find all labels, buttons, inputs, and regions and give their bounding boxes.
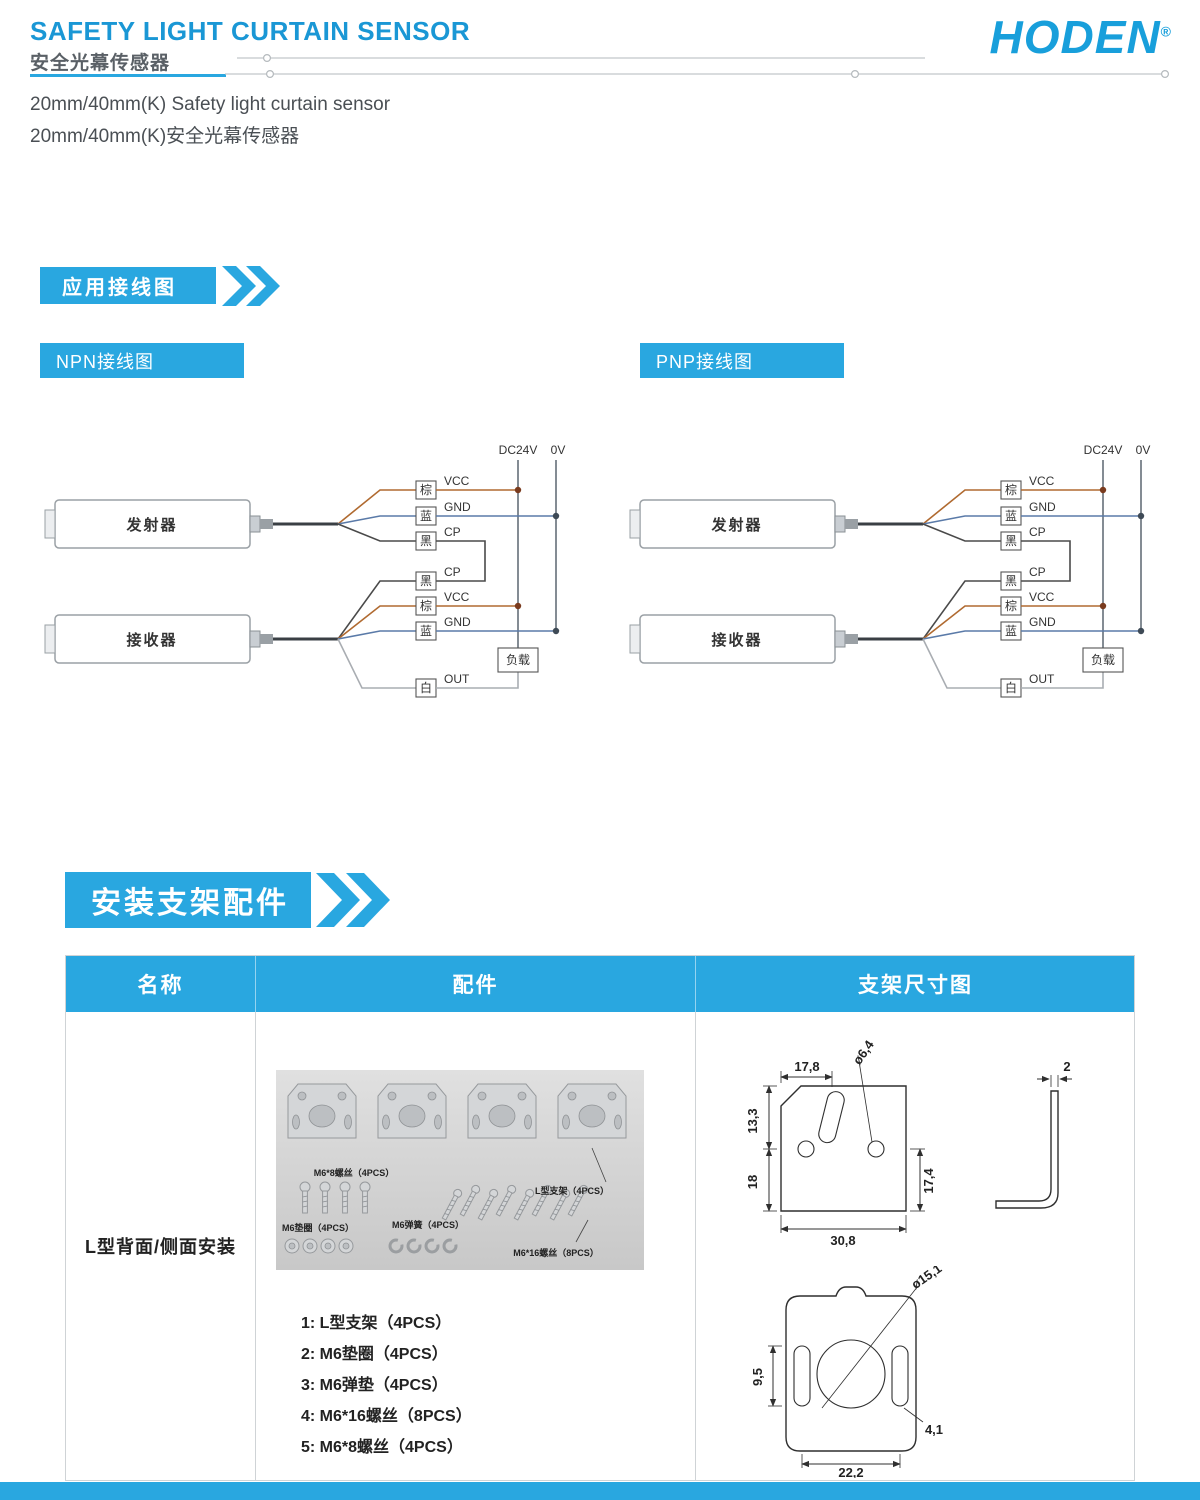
parts-list-item: 5: M6*8螺丝（4PCS） (301, 1439, 463, 1456)
header-circuit-decoration (225, 54, 1169, 79)
brown-wire-tag: 棕 (1005, 482, 1017, 497)
blue-wire-tag: 蓝 (420, 624, 432, 638)
transmitter-label: 发射器 (125, 516, 177, 534)
npn-diagram-label: NPN接线图 (40, 343, 244, 378)
accessories-table: 名称 配件 支架尺寸图 L型背面/侧面安装 (65, 955, 1135, 1481)
0v-rail-label: 0V (551, 443, 566, 457)
transmitter-device: 发射器 (44, 499, 338, 549)
subtitle-zh: 20mm/40mm(K)安全光幕传感器 (30, 126, 300, 147)
photo-label-bracket: L型支架（4PCS） (535, 1185, 609, 1196)
table-header-accessories: 配件 (256, 956, 696, 1012)
out-label: OUT (1029, 672, 1055, 686)
chevron-icon (316, 873, 390, 927)
table-header-dimensions: 支架尺寸图 (858, 974, 973, 997)
dim-bottom-width: 30,8 (830, 1233, 855, 1248)
white-wire-tag: 白 (420, 680, 432, 695)
receiver-label: 接收器 (126, 631, 177, 649)
accessories-photo: M6*8螺丝（4PCS） L型支架（4PCS） M6垫圈（4PCS） M6弹簧（… (276, 1070, 644, 1270)
bracket-side-drawing: ø15,1 9,5 4,1 22,2 (750, 1266, 944, 1478)
table-header-row: 名称 配件 支架尺寸图 (66, 956, 1134, 1012)
blue-wire-tag: 蓝 (1005, 509, 1017, 523)
title-underline (30, 74, 226, 77)
section-title-wiring: 应用接线图 (40, 267, 216, 304)
transmitter-label: 发射器 (710, 516, 762, 534)
black-wire-tag: 黑 (1005, 534, 1017, 548)
accessories-cell: M6*8螺丝（4PCS） L型支架（4PCS） M6垫圈（4PCS） M6弹簧（… (256, 1012, 696, 1480)
footer-bar (0, 1482, 1200, 1500)
brown-wire-tag: 棕 (420, 482, 432, 497)
receiver-device: 接收器 (629, 614, 923, 664)
parts-list-item: 2: M6垫圈（4PCS） (301, 1346, 448, 1363)
dim-bottom-width: 22,2 (838, 1465, 863, 1478)
subtitle-en: 20mm/40mm(K) Safety light curtain sensor (30, 94, 391, 115)
photo-label-m6x16-screw: M6*16螺丝（8PCS） (513, 1247, 599, 1258)
dc24v-rail-label: DC24V (1084, 443, 1123, 457)
brand-text: HODEN (989, 11, 1161, 63)
gnd-label: GND (1029, 615, 1056, 629)
photo-label-washer: M6垫圈（4PCS） (282, 1222, 354, 1233)
chevron-icon (222, 266, 280, 306)
dim-left: 9,5 (750, 1368, 765, 1386)
table-row: L型背面/侧面安装 (66, 1012, 1134, 1480)
l-bracket-photo (377, 1083, 447, 1139)
black-wire-tag: 黑 (1005, 574, 1017, 588)
load-label: 负载 (506, 653, 530, 667)
dim-right: 17,4 (921, 1168, 936, 1194)
black-wire-tag: 黑 (420, 534, 432, 548)
parts-list-item: 4: M6*16螺丝（8PCS） (301, 1408, 472, 1425)
0v-rail-label: 0V (1136, 443, 1151, 457)
photo-label-m6x8-screw: M6*8螺丝（4PCS） (314, 1167, 395, 1178)
dim-left-upper: 13,3 (745, 1108, 760, 1133)
gnd-label: GND (444, 500, 471, 514)
vcc-label: VCC (444, 590, 470, 604)
dim-left-lower: 18 (745, 1175, 760, 1189)
vcc-label: VCC (1029, 590, 1055, 604)
dim-slot: 4,1 (925, 1422, 943, 1437)
bracket-front-drawing: 17,8 ø6,4 13,3 18 17,4 30,8 (745, 1037, 1072, 1248)
npn-wiring-diagram: DC24V 0V 发射器 棕 蓝 黑 VCC GND CP 接收器 黑 棕 蓝 … (44, 443, 566, 698)
table-header-name: 名称 (66, 956, 256, 1012)
load-label: 负载 (1091, 653, 1115, 667)
brand-registered-mark: ® (1160, 23, 1172, 40)
vcc-label: VCC (1029, 474, 1055, 488)
parts-list: 1: L型支架（4PCS） 2: M6垫圈（4PCS） 3: M6弹垫（4PCS… (301, 1308, 472, 1463)
l-bracket-photo (557, 1083, 627, 1139)
dim-hole-diameter: ø6,4 (850, 1037, 878, 1068)
page-title-en: SAFETY LIGHT CURTAIN SENSOR (30, 16, 471, 46)
cp-label: CP (1029, 525, 1046, 539)
cp-label: CP (444, 525, 461, 539)
vcc-label: VCC (444, 474, 470, 488)
black-wire-tag: 黑 (420, 574, 432, 588)
receiver-label: 接收器 (711, 631, 762, 649)
dim-thickness: 2 (1063, 1059, 1070, 1074)
parts-list-item: 3: M6弹垫（4PCS） (301, 1377, 448, 1394)
dimensions-cell: 17,8 ø6,4 13,3 18 17,4 30,8 (696, 1012, 1135, 1480)
section-title-mounting: 安装支架配件 (65, 872, 311, 928)
photo-label-spring: M6弹簧（4PCS） (392, 1219, 464, 1230)
receiver-device: 接收器 (44, 614, 338, 664)
dc24v-rail-label: DC24V (499, 443, 538, 457)
gnd-label: GND (1029, 500, 1056, 514)
blue-wire-tag: 蓝 (420, 509, 432, 523)
brown-wire-tag: 棕 (1005, 598, 1017, 613)
cp-label: CP (1029, 565, 1046, 579)
pnp-diagram-label: PNP接线图 (640, 343, 844, 378)
brand-logo: HODEN® (990, 10, 1172, 64)
dim-hole-diameter: ø15,1 (908, 1266, 944, 1292)
page-title-zh: 安全光幕传感器 (30, 53, 171, 74)
dim-top-width: 17,8 (794, 1059, 819, 1074)
cp-label: CP (444, 565, 461, 579)
parts-list-item: 1: L型支架（4PCS） (301, 1315, 452, 1332)
l-bracket-photo (467, 1083, 537, 1139)
pnp-wiring-diagram: DC24V 0V 发射器 棕 蓝 黑 VCC GND CP 接收器 黑 棕 蓝 … (629, 443, 1151, 698)
white-wire-tag: 白 (1005, 680, 1017, 695)
blue-wire-tag: 蓝 (1005, 624, 1017, 638)
transmitter-device: 发射器 (629, 499, 923, 549)
mount-type-name: L型背面/侧面安装 (66, 1012, 256, 1480)
l-bracket-photo (287, 1083, 357, 1139)
brown-wire-tag: 棕 (420, 598, 432, 613)
gnd-label: GND (444, 615, 471, 629)
out-label: OUT (444, 672, 470, 686)
